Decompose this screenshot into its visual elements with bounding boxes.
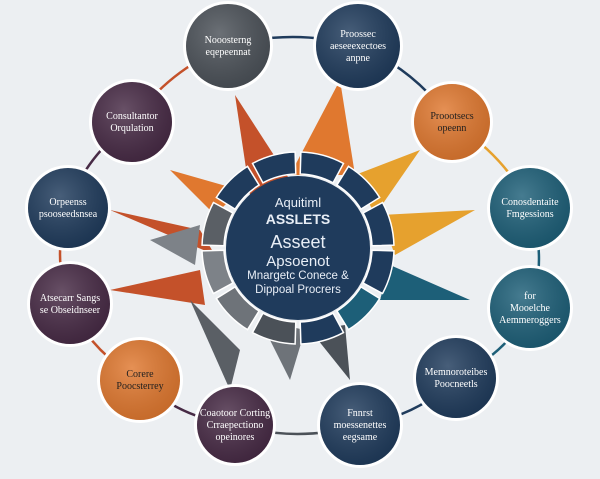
node-label: Poocneetls: [434, 379, 477, 390]
node-shade: [186, 4, 270, 88]
petal-upper-mid: [290, 80, 355, 175]
node-label: Corere: [126, 369, 154, 380]
node-label: Coaotoor Corting: [200, 408, 270, 419]
hub-ring-segment: [201, 249, 234, 295]
hub-line-1: Aquitiml: [275, 195, 321, 210]
petal-bottom-1: [190, 300, 240, 390]
node-shade: [490, 268, 570, 348]
node-label: aeseeexectoes: [330, 41, 386, 52]
petal-gray-left: [150, 225, 200, 265]
node-label: Proootsecs: [430, 111, 473, 122]
node-label: eqepeennat: [206, 47, 251, 58]
node-label: opeinores: [216, 432, 255, 443]
node-label: Atsecarr Sangs: [40, 293, 100, 304]
node-label: Crraepectiono: [207, 420, 264, 431]
hub-core: [226, 176, 370, 320]
hub-ring-segment: [215, 165, 261, 211]
node-label: opeenn: [438, 123, 467, 134]
hub-line-4: Apsoenot: [266, 253, 330, 270]
node-shade: [316, 4, 400, 88]
petal-left-mid: [110, 210, 215, 255]
hub-line-6: Dippoal Procrers: [255, 284, 341, 296]
node-shade: [30, 264, 110, 344]
hub-line-5: Mnargetc Conece &: [247, 270, 349, 282]
node-label: Nooosterng: [205, 35, 252, 46]
hub-ring-segment: [251, 151, 297, 184]
petal-left: [170, 170, 240, 215]
node-label: Memnoroteibes: [425, 367, 488, 378]
hub-ring-segment: [251, 312, 297, 345]
hub-ring-segment: [299, 312, 345, 345]
node-label: Poocsterrey: [116, 381, 163, 392]
node-label: eegsame: [343, 432, 378, 443]
node-label: anpne: [346, 53, 370, 64]
petal-right: [380, 210, 475, 255]
hub-ring-segment: [362, 249, 395, 295]
hub-ring-segment: [362, 201, 395, 247]
hub-ring-segment: [201, 201, 234, 247]
node-label: Proossec: [340, 29, 376, 40]
node-shade: [414, 84, 490, 160]
node-label: psooseedsnsea: [39, 209, 98, 220]
petal-right-low: [380, 265, 470, 300]
node-shade: [92, 82, 172, 162]
node-label: Orpeenss: [49, 197, 86, 208]
node-label: Mooelche: [510, 303, 551, 314]
node-label: Aemmeroggers: [499, 315, 561, 326]
hub-ring-segment: [335, 285, 381, 331]
hub-ring: [201, 151, 395, 345]
node-label: Orqulation: [110, 123, 153, 134]
hub-ring-segment: [215, 285, 261, 331]
node-label: se Obseidnseer: [40, 305, 101, 316]
node-label: Conosdentaite: [501, 197, 559, 208]
node-label: for: [524, 291, 536, 302]
node-shade: [320, 385, 400, 465]
petal-left-low: [110, 270, 205, 305]
node-shade: [490, 168, 570, 248]
node-shade: [28, 168, 108, 248]
node-label: moessenettes: [334, 420, 387, 431]
node-shade: [416, 338, 496, 418]
hub-line-3: Asseet: [270, 232, 325, 252]
node-shade: [100, 340, 180, 420]
node-label: Consultantor: [106, 111, 158, 122]
node-label: Fmgessions: [506, 209, 553, 220]
hub-line-2: ASSLETS: [266, 211, 331, 227]
node-shade: [197, 387, 273, 463]
hub-ring-segment: [335, 165, 381, 211]
hub-ring-segment: [299, 151, 345, 184]
node-label: Fnnrst: [347, 408, 373, 419]
